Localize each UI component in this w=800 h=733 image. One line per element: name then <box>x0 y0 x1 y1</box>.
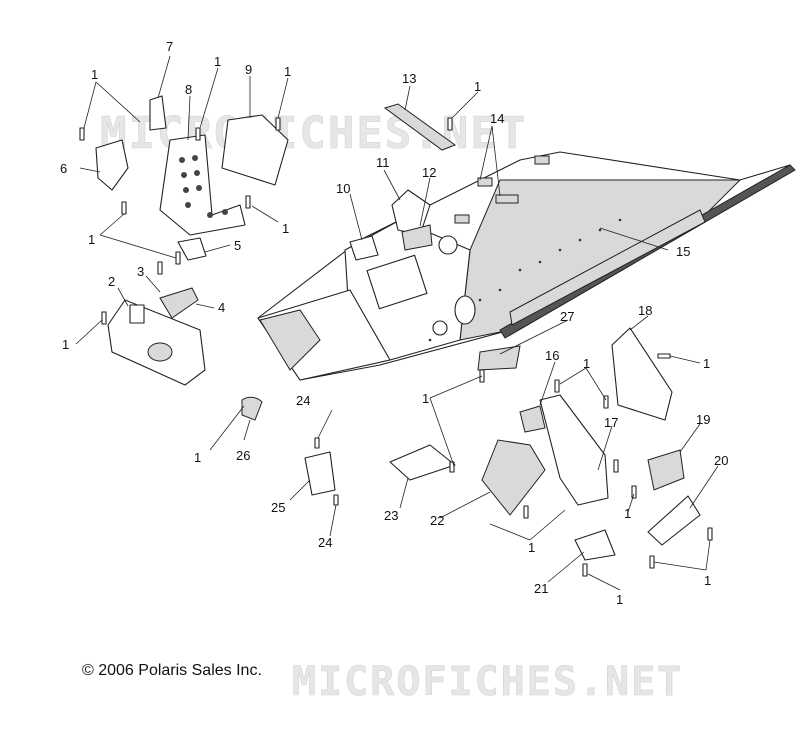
chassis-frame <box>257 151 796 381</box>
callout-12: 12 <box>422 165 436 180</box>
copyright-notice: © 2006 Polaris Sales Inc. <box>82 662 262 679</box>
callout-17: 17 <box>604 415 618 430</box>
part-8-footrest <box>159 134 246 236</box>
callout-1: 1 <box>214 54 221 69</box>
watermark-bottom: MICROFICHES.NET <box>292 659 683 705</box>
fasteners <box>79 117 713 577</box>
callout-1: 1 <box>91 67 98 82</box>
callout-23: 23 <box>384 508 398 523</box>
callout-11: 11 <box>376 155 390 170</box>
callout-21: 21 <box>534 581 548 596</box>
part-27-pad <box>477 345 521 371</box>
part-23-plate <box>389 444 456 481</box>
callout-1: 1 <box>88 232 95 247</box>
callout-1: 1 <box>194 450 201 465</box>
callout-1: 1 <box>474 79 481 94</box>
callout-3: 3 <box>137 264 144 279</box>
part-6-bracket <box>95 139 129 191</box>
part-7-bracket <box>149 95 167 131</box>
part-21-bracket <box>574 529 616 561</box>
part-10-bracket <box>349 235 379 261</box>
callout-1: 1 <box>282 221 289 236</box>
callout-5: 5 <box>234 238 241 253</box>
callout-10: 10 <box>336 181 350 196</box>
callout-20: 20 <box>714 453 728 468</box>
callout-1: 1 <box>624 506 631 521</box>
part-18-guard <box>611 327 673 421</box>
part-12-plate <box>401 224 433 251</box>
callout-25: 25 <box>271 500 285 515</box>
callout-22: 22 <box>430 513 444 528</box>
callout-1: 1 <box>528 540 535 555</box>
part-9-bracket <box>221 114 289 186</box>
callout-1: 1 <box>616 592 623 607</box>
callout-26: 26 <box>236 448 250 463</box>
leader-lines <box>75 55 719 591</box>
part-16-block <box>519 405 546 433</box>
callout-1: 1 <box>704 573 711 588</box>
part-19-plate <box>647 449 685 491</box>
part-2-front-crossmember <box>107 299 206 386</box>
callout-1: 1 <box>284 64 291 79</box>
part-5-clip <box>177 237 207 261</box>
callout-4: 4 <box>218 300 225 315</box>
part-4-plate <box>159 287 199 319</box>
callout-7: 7 <box>166 39 173 54</box>
callout-19: 19 <box>696 412 710 427</box>
callout-2: 2 <box>108 274 115 289</box>
part-13-cooler <box>383 103 457 151</box>
part-20-plate <box>647 495 701 546</box>
callout-6: 6 <box>60 161 67 176</box>
callout-1: 1 <box>422 391 429 406</box>
callout-1: 1 <box>583 356 590 371</box>
callout-27: 27 <box>560 309 574 324</box>
callout-13: 13 <box>402 71 416 86</box>
callout-15: 15 <box>676 244 690 259</box>
part-17-bracket <box>539 394 609 506</box>
callout-14: 14 <box>490 111 504 126</box>
callout-labels: 1 7 8 1 9 1 6 1 5 1 13 1 14 11 12 10 15 … <box>60 39 728 607</box>
part-22-guard <box>481 439 546 516</box>
callout-8: 8 <box>185 82 192 97</box>
callout-24: 24 <box>318 535 332 550</box>
callout-18: 18 <box>638 303 652 318</box>
callout-9: 9 <box>245 62 252 77</box>
callout-24: 24 <box>296 393 310 408</box>
part-25-bracket <box>304 451 336 496</box>
part-26-cap <box>241 396 263 421</box>
callout-16: 16 <box>545 348 559 363</box>
callout-1: 1 <box>703 356 710 371</box>
callout-1: 1 <box>62 337 69 352</box>
